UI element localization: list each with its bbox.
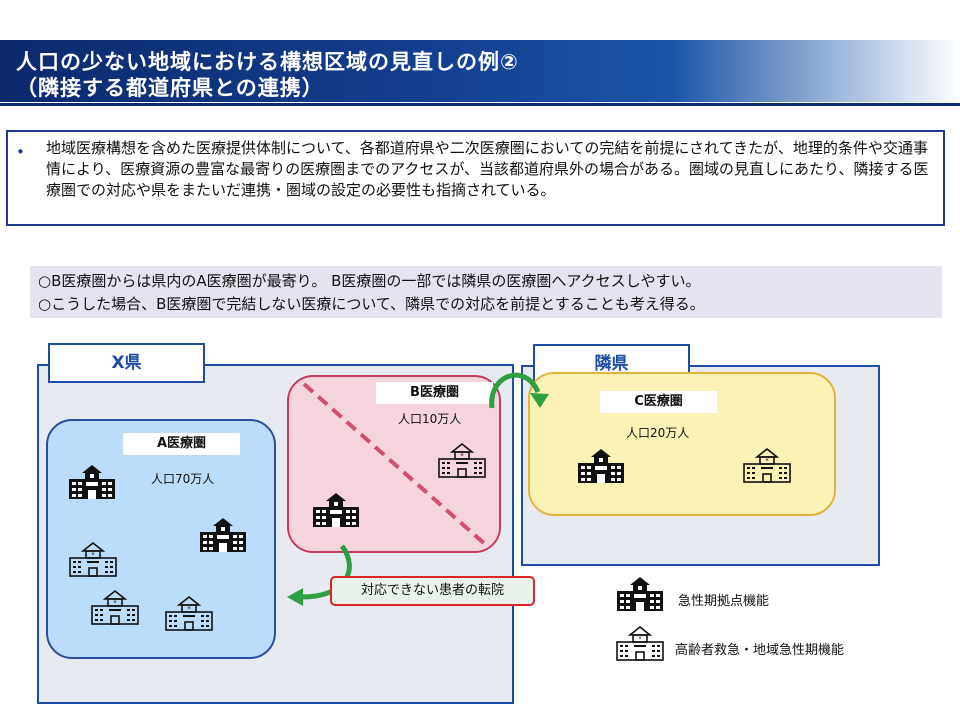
legend-elderly-emergency: 高齢者救急・地域急性期機能 (675, 643, 845, 658)
region-a-population: 人口70万人 (151, 472, 215, 486)
title-divider (0, 103, 960, 106)
legend-hospital-filled-icon (615, 574, 665, 612)
note-box: ○B医療圏からは県内のA医療圏が最寄り。 B医療圏の一部では隣県の医療圏へアクセ… (30, 266, 942, 318)
page-subtitle: （隣接する都道府県との連携） (16, 76, 324, 100)
transfer-label: 対応できない患者の転院 (330, 576, 535, 606)
region-a-label: A医療圏 (123, 433, 240, 455)
note-line-2: ○こうした場合、B医療圏で完結しない医療について、隣県での対応を前提とすることも… (38, 295, 705, 313)
note-line-1: ○B医療圏からは県内のA医療圏が最寄り。 B医療圏の一部では隣県の医療圏へアクセ… (38, 272, 701, 290)
title-bar: 人口の少ない地域における構想区域の見直しの例② （隣接する都道府県との連携） (0, 40, 960, 102)
legend-hospital-outline-icon (615, 624, 665, 662)
bullet-icon: • (16, 143, 25, 161)
summary-box: • 地域医療構想を含めた医療提供体制について、各都道府県や二次医療圏においての完… (6, 130, 945, 226)
legend-acute-base: 急性期拠点機能 (678, 594, 770, 609)
region-b-population: 人口10万人 (398, 412, 462, 426)
region-c-population: 人口20万人 (626, 426, 690, 440)
region-b-label: B医療圏 (376, 382, 493, 404)
summary-text: 地域医療構想を含めた医療提供体制について、各都道府県や二次医療圏においての完結を… (46, 139, 929, 199)
region-c-label: C医療圏 (600, 391, 717, 413)
prefecture-x-label: X県 (48, 343, 205, 383)
page-title: 人口の少ない地域における構想区域の見直しの例② (16, 50, 519, 74)
